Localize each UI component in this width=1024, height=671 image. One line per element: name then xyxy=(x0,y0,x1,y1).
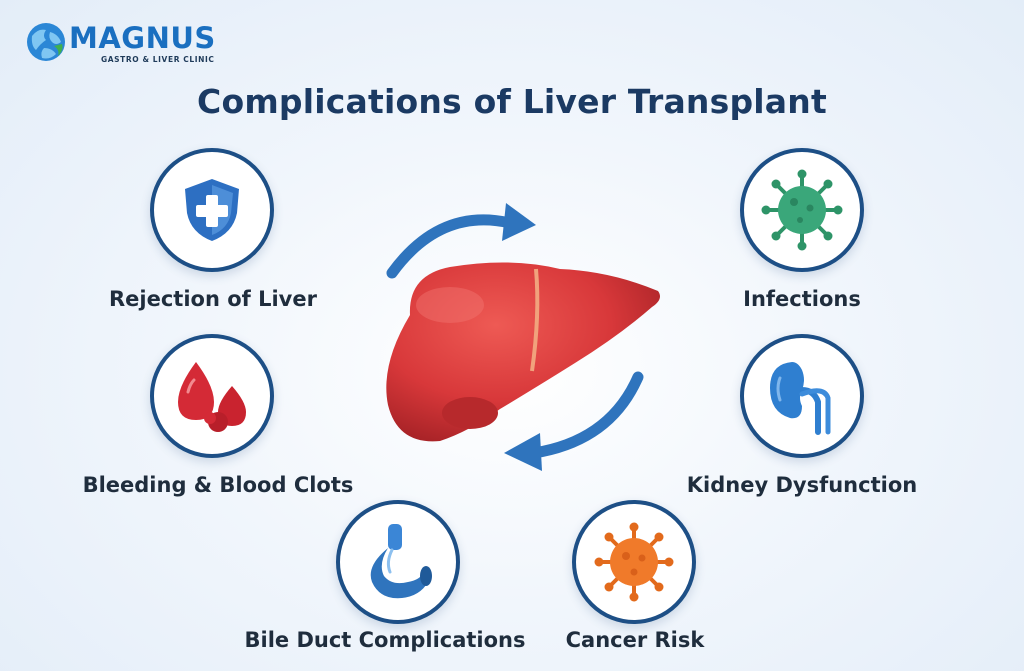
infections-icon-circle xyxy=(740,148,864,272)
cancer-cell-icon xyxy=(594,522,674,602)
infections-label: Infections xyxy=(743,287,861,311)
blood-drops-icon xyxy=(178,362,246,432)
cycle-arrowhead-bottom-icon xyxy=(504,433,542,471)
brand-logo: MAGNUS GASTRO & LIVER CLINIC xyxy=(24,20,216,66)
cycle-arrowhead-top-icon xyxy=(502,203,536,241)
rejection-label: Rejection of Liver xyxy=(109,287,317,311)
rejection-icon-circle xyxy=(150,148,274,272)
kidney-label: Kidney Dysfunction xyxy=(686,473,918,497)
page-title: Complications of Liver Transplant xyxy=(197,82,827,121)
shield-cross-icon xyxy=(185,179,239,241)
cycle-arrow-top-icon xyxy=(386,214,516,279)
cancer-label: Cancer Risk xyxy=(565,628,705,652)
bile-duct-label: Bile Duct Complications xyxy=(244,628,526,652)
kidney-icon-circle xyxy=(740,334,864,458)
bleeding-label: Bleeding & Blood Clots xyxy=(82,473,354,497)
cancer-icon-circle xyxy=(572,500,696,624)
cycle-arrow-bottom-icon xyxy=(528,371,644,459)
bile-duct-icon xyxy=(370,524,432,599)
kidney-icon xyxy=(770,362,831,435)
bleeding-icon-circle xyxy=(150,334,274,458)
bile-duct-icon-circle xyxy=(336,500,460,624)
brand-name: MAGNUS xyxy=(69,21,216,55)
liver-icon xyxy=(386,262,660,442)
liver-cycle-graphic xyxy=(386,203,660,471)
brand-tagline: GASTRO & LIVER CLINIC xyxy=(101,55,215,64)
virus-icon xyxy=(761,169,843,251)
globe-logo-icon xyxy=(27,23,65,61)
